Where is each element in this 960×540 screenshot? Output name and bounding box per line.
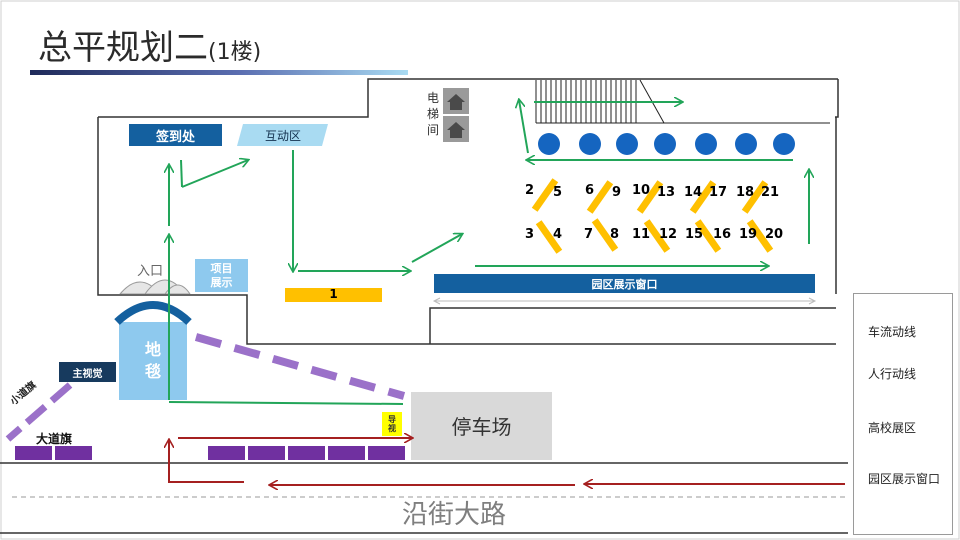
booth-number: 8 [610, 227, 620, 242]
school-booths [531, 178, 774, 254]
page-title: 总平规划二(1楼) [38, 20, 261, 69]
legend: 车流动线 人行动线 高校展区 园区展示窗口 [853, 293, 953, 535]
car-flow-lines [169, 438, 845, 485]
legend-people-flow: 人行动线 [868, 367, 917, 381]
booth-number: 16 [713, 227, 732, 242]
big-flag-label: 大道旗 [36, 432, 73, 446]
interactive-label: 互动区 [264, 128, 301, 143]
carpet-label: 地 毯 [144, 340, 161, 381]
booth-number: 3 [525, 227, 535, 242]
legend-car-flow: 车流动线 [868, 325, 917, 339]
booth-number: 17 [709, 185, 728, 200]
signin-label: 签到处 [155, 129, 195, 145]
legend-school-area: 高校展区 [868, 421, 917, 435]
booth-number: 18 [736, 185, 755, 200]
elevator-char-1: 电 [426, 91, 439, 105]
project-display-box [195, 259, 248, 292]
parking-label: 停车场 [451, 414, 512, 439]
legend-park-window: 园区展示窗口 [868, 472, 941, 486]
big-flags-left [15, 446, 92, 460]
people-flow-lines [169, 100, 809, 405]
booth-number: 5 [553, 185, 563, 200]
street-label: 沿街大路 [402, 500, 507, 530]
carpet-arch [114, 301, 192, 325]
circle-booths [538, 133, 795, 155]
booth-number: 4 [553, 227, 563, 242]
booth-number: 12 [659, 227, 678, 242]
elevator-label: 电 梯 间 [426, 90, 440, 138]
booth-number: 7 [584, 227, 594, 242]
signin-box [129, 124, 222, 146]
booth-number: 10 [632, 183, 651, 198]
interactive-box [237, 124, 328, 146]
park-window-bar [434, 274, 815, 293]
small-flag-line [5, 382, 73, 442]
booth-number: 14 [684, 185, 703, 200]
lilac-dashed-barrier [194, 333, 406, 400]
big-flags-right [208, 446, 405, 460]
park-window-label: 园区展示窗口 [591, 277, 658, 291]
main-vision-box [59, 362, 116, 382]
guide-sign [382, 412, 402, 436]
elevator-char-2: 梯 [426, 107, 439, 121]
booth-number: 2 [525, 183, 535, 198]
entrance-canopy [118, 279, 191, 295]
booth-number: 11 [632, 227, 651, 242]
elevator-char-3: 间 [426, 123, 439, 137]
main-vision-label: 主视觉 [72, 368, 103, 380]
booth-number: 9 [612, 185, 622, 200]
parking-area [411, 392, 552, 460]
project-display-label: 项目 展示 [210, 261, 233, 289]
booth-number: 13 [657, 185, 676, 200]
booth-number: 20 [765, 227, 784, 242]
entrance-label: 入口 [137, 264, 164, 279]
window-dimension-line [432, 297, 817, 305]
booth-number: 19 [739, 227, 758, 242]
title-underline [30, 70, 408, 75]
building-outline [97, 78, 839, 345]
title-main: 总平规划二 [38, 28, 208, 68]
booth-1-label: 1 [329, 286, 338, 301]
carpet [119, 322, 187, 400]
elevator-icons [443, 88, 469, 142]
title-sub: (1楼) [208, 40, 262, 65]
guide-label: 导 视 [388, 415, 396, 433]
booth-number: 6 [585, 183, 595, 198]
booth-1 [285, 288, 382, 302]
booth-number: 21 [761, 185, 780, 200]
booth-number: 15 [685, 227, 704, 242]
